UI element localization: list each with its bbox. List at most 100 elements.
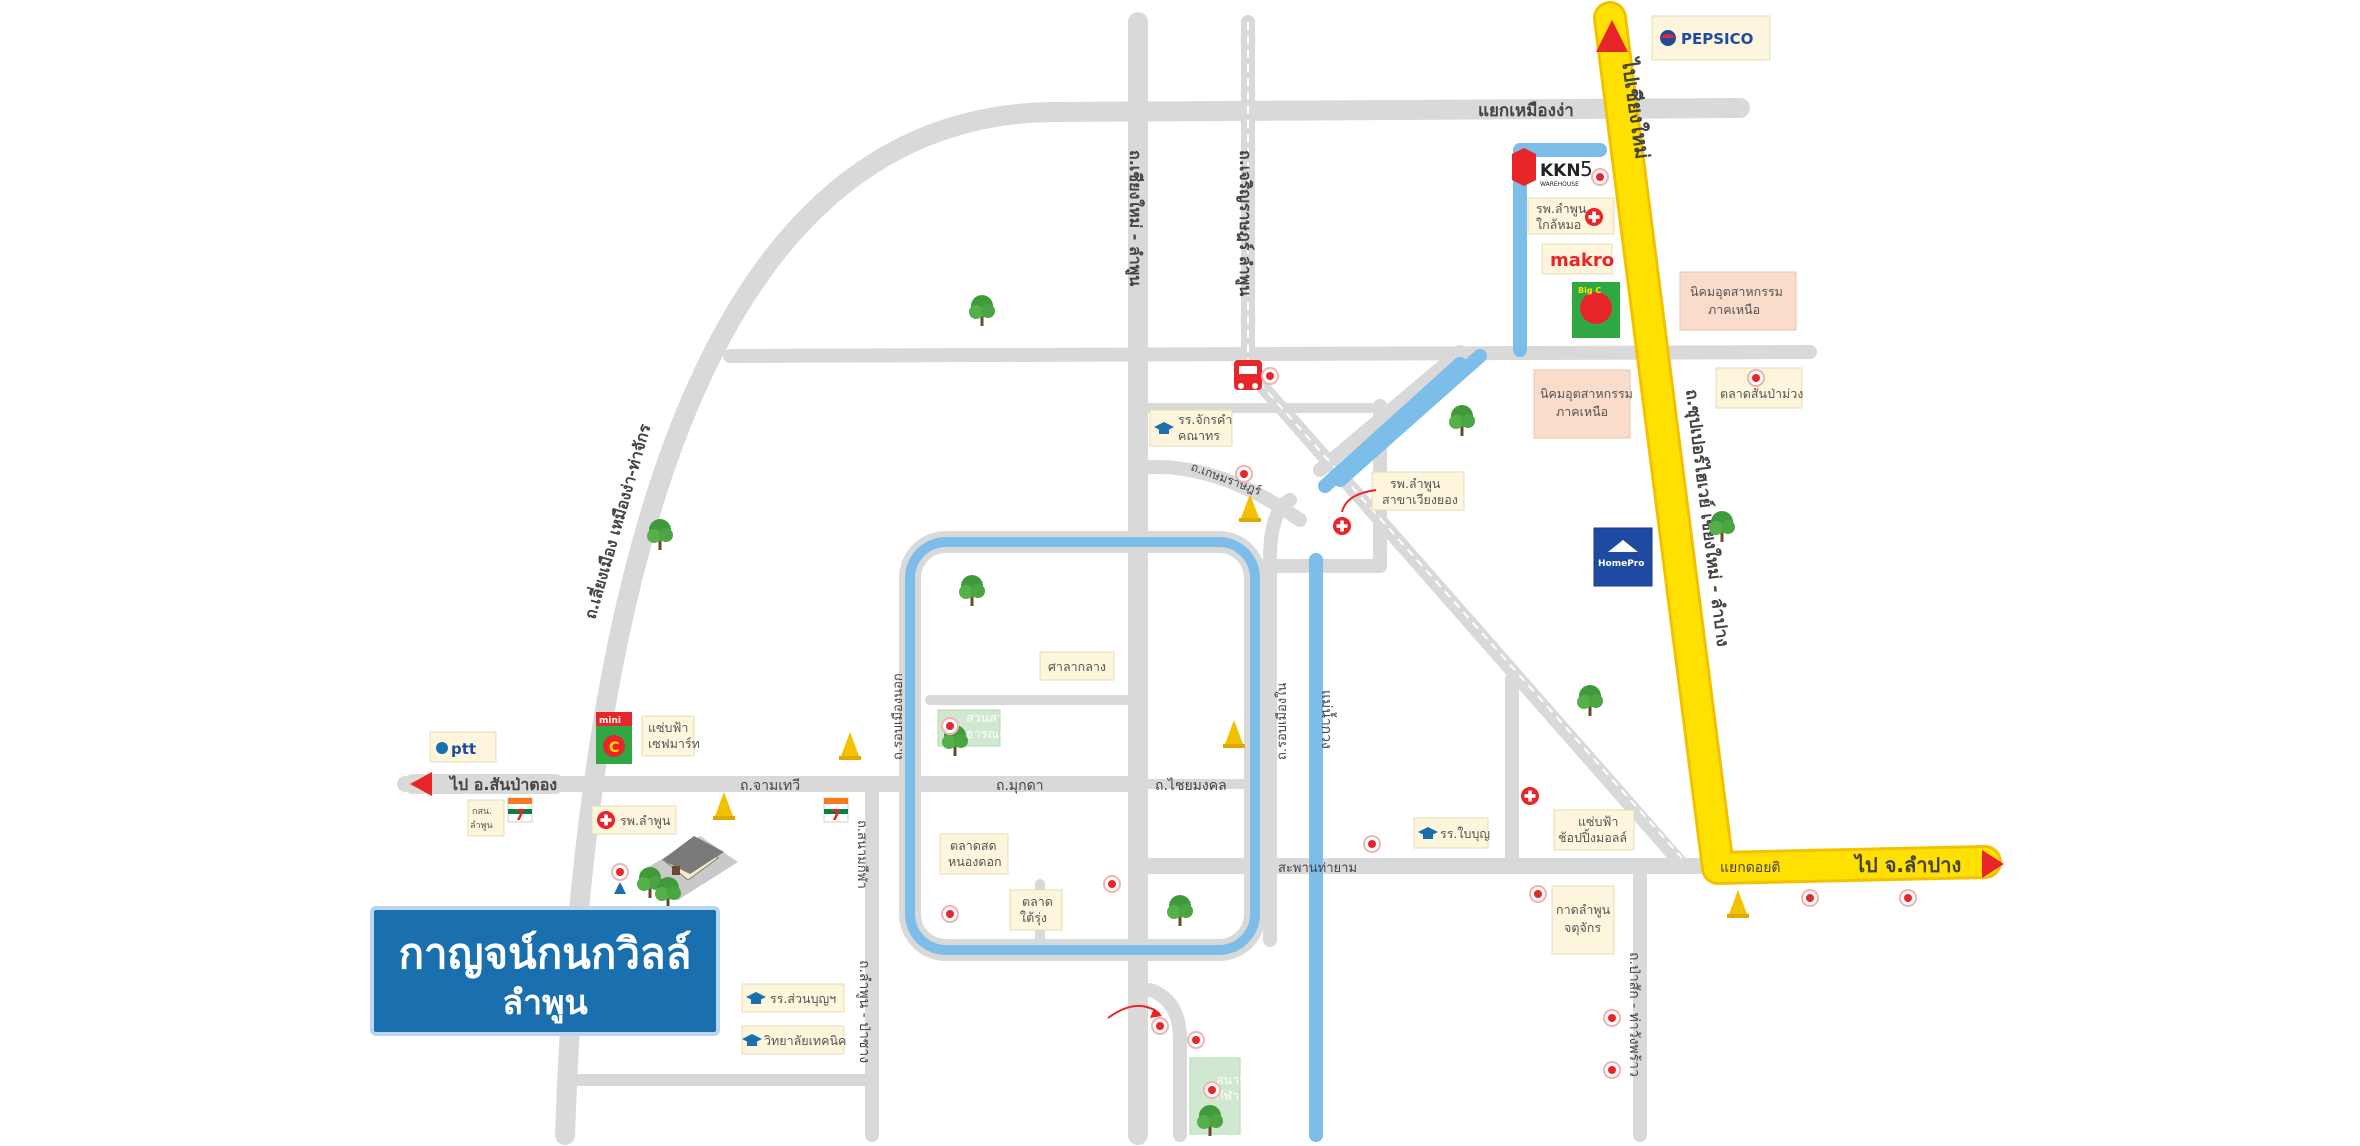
svg-text:C: C <box>609 740 619 756</box>
label-rob-mueang-nai: ถ.รอบเมืองใน <box>1274 682 1290 760</box>
svg-text:นิคมอุตสาหกรรม: นิคมอุตสาหกรรม <box>1540 386 1633 402</box>
label-sanam-kila: ถ.สนามกีฬา <box>854 820 870 889</box>
label-chaimongkol: ถ.ไชยมงคล <box>1155 777 1227 794</box>
superhighway <box>1593 1 2002 885</box>
svg-text:รพ.ลำพูน: รพ.ลำพูน <box>1536 201 1587 217</box>
svg-text:กสน.: กสน. <box>472 807 492 817</box>
svg-text:เซฟมาร์ท: เซฟมาร์ท <box>648 736 700 751</box>
svg-text:ตลาด: ตลาด <box>1022 894 1053 909</box>
tag-sala-klang: ศาลากลาง <box>1039 651 1115 681</box>
tag-kasikorn: กสน. ลำพูน <box>467 799 505 837</box>
svg-text:กาดลำพูน: กาดลำพูน <box>1556 902 1611 918</box>
tag-school-baiboon: รร.ใบบุญ <box>1413 817 1490 849</box>
svg-text:ธารณะ: ธารณะ <box>966 726 1006 741</box>
label-mae-kuang: แม่น้ำกวง <box>1318 690 1337 749</box>
homepro-logo: HomePro <box>1593 527 1653 587</box>
svg-text:ภาคเหนือ: ภาคเหนือ <box>1708 302 1760 317</box>
tree-icon <box>1167 895 1193 926</box>
kkn-warehouse-logo: KKN 5 WAREHOUSE <box>1512 148 1609 188</box>
label-lamphun-pasang: ถ.ลำพูน - ป่าซาง <box>856 960 872 1063</box>
waterways <box>905 143 1607 1142</box>
svg-text:PEPSICO: PEPSICO <box>1681 30 1753 48</box>
svg-text:ตลาดสด: ตลาดสด <box>950 838 997 853</box>
arrow-to-sanpatong <box>403 772 565 796</box>
svg-text:makro: makro <box>1550 250 1614 271</box>
svg-text:HomePro: HomePro <box>1598 559 1644 569</box>
tag-school-chakkham: รร.จักรคำ คณาทร <box>1149 409 1233 447</box>
temple-icon <box>1223 720 1245 748</box>
label-rob-mueang-nok: ถ.รอบเมืองนอก <box>890 673 906 760</box>
bus-icon <box>1234 360 1262 390</box>
svg-text:วิทยาลัยเทคนิค: วิทยาลัยเทคนิค <box>764 1033 846 1048</box>
label-yaek-doi-ti: แยกดอยติ <box>1720 860 1781 876</box>
arrow-to-lampang <box>1982 850 2004 878</box>
tag-industrial-estate-2: นิคมอุตสาหกรรม ภาคเหนือ <box>1533 369 1633 439</box>
svg-text:กีฬา: กีฬา <box>1216 1088 1239 1103</box>
temple-icon <box>713 792 735 820</box>
tree-icon <box>1577 685 1603 716</box>
svg-text:รร.ส่วนบุญฯ: รร.ส่วนบุญฯ <box>770 991 836 1007</box>
tag-hosp-lamphun-branch: รพ.ลำพูน สาขาเวียงยอง <box>1371 471 1465 511</box>
label-charoenrat: ถ.เจริญราษฎร์ ลำพูน <box>1234 150 1255 296</box>
pepsico-logo: PEPSICO <box>1651 15 1771 61</box>
ptt-logo: ptt <box>429 731 497 763</box>
project-house-icon <box>637 836 738 908</box>
svg-text:ลำพูน: ลำพูน <box>470 820 493 831</box>
tag-school-suanboon: รร.ส่วนบุญฯ <box>741 983 845 1013</box>
svg-text:ภาคเหนือ: ภาคเหนือ <box>1556 404 1608 419</box>
tree-icon <box>1449 405 1475 436</box>
svg-text:หนองดอก: หนองดอก <box>948 854 1002 869</box>
svg-text:รร.จักรคำ: รร.จักรคำ <box>1178 412 1232 427</box>
svg-text:ptt: ptt <box>451 740 476 758</box>
project-name-line1: กาญจน์กนกวิลล์ <box>399 929 692 979</box>
label-chiangmai-lamphun: ถ.เชียงใหม่ - ลำพูน <box>1124 150 1145 286</box>
project-name-line2: ลำพูน <box>502 983 588 1024</box>
hospital-cross-icon <box>1521 787 1539 805</box>
svg-text:จตุจักร: จตุจักร <box>1564 920 1601 936</box>
temple-icon <box>1727 890 1749 918</box>
tag-talad-nongdok: ตลาดสด หนองดอก <box>939 833 1009 875</box>
label-to-sanpatong: ไป อ.สันป่าตอง <box>448 775 557 794</box>
tag-lamphun-jail: กาดลำพูน จตุจักร <box>1551 885 1615 955</box>
hospital-cross-icon <box>1333 517 1351 535</box>
tag-hosp-lamphun: รพ.ลำพูน <box>591 805 677 835</box>
temple-icon <box>839 732 861 760</box>
tag-sepfah-sepharik: แซ่บฟ้า เซฟมาร์ท <box>641 715 700 757</box>
arrow-to-chiangmai <box>1596 20 1628 52</box>
svg-text:5: 5 <box>1580 157 1593 181</box>
label-mukda: ถ.มุกดา <box>996 778 1044 794</box>
tag-sepfah-shop: แซ่บฟ้า ช้อปปิ้งมอลล์ <box>1553 809 1635 851</box>
tag-talad-tairung: ตลาด ใต้รุ่ง <box>1009 889 1063 931</box>
tree-icon <box>969 295 995 326</box>
svg-text:Big C: Big C <box>1578 286 1601 295</box>
svg-text:ศาลากลาง: ศาลากลาง <box>1048 659 1106 674</box>
svg-text:สนาม: สนาม <box>1216 1072 1247 1087</box>
svg-text:นิคมอุตสาหกรรม: นิคมอุตสาหกรรม <box>1690 284 1783 300</box>
svg-text:ตลาดสันป่าม่วง: ตลาดสันป่าม่วง <box>1720 386 1803 401</box>
label-mueang-nga: แยกเหมืองง่า <box>1478 100 1574 121</box>
svg-text:mini: mini <box>599 716 621 726</box>
project-name-box: กาญจน์กนกวิลล์ ลำพูน <box>370 906 720 1036</box>
svg-text:แซ่บฟ้า: แซ่บฟ้า <box>648 720 688 735</box>
label-to-lampang: ไป จ.ลำปาง <box>1853 853 1961 877</box>
seven-eleven-icon <box>823 797 849 825</box>
tree-icon <box>959 575 985 606</box>
label-chamthewi: ถ.จามเทวี <box>740 778 800 794</box>
svg-text:รพ.ลำพูน: รพ.ลำพูน <box>620 813 671 829</box>
svg-text:ใกล้หมอ: ใกล้หมอ <box>1536 217 1581 232</box>
seven-eleven-icon <box>507 797 533 825</box>
tag-hosp-lamphun-near-mor: รพ.ลำพูน ใกล้หมอ <box>1527 197 1615 235</box>
svg-text:ช้อปปิ้งมอลล์: ช้อปปิ้งมอลล์ <box>1558 828 1627 845</box>
tag-talad-sanpamuang: ตลาดสันป่าม่วง <box>1715 367 1803 409</box>
makro-logo: makro <box>1541 243 1614 275</box>
svg-text:ใต้รุ่ง: ใต้รุ่ง <box>1020 910 1047 926</box>
svg-text:รพ.ลำพูน: รพ.ลำพูน <box>1390 476 1441 492</box>
svg-text:WAREHOUSE: WAREHOUSE <box>1540 181 1579 188</box>
svg-text:คณาทร: คณาทร <box>1178 428 1220 443</box>
svg-text:สาขาเวียงยอง: สาขาเวียงยอง <box>1382 492 1458 507</box>
svg-text:แซ่บฟ้า: แซ่บฟ้า <box>1578 814 1618 829</box>
tag-tech-college: วิทยาลัยเทคนิค <box>741 1025 846 1055</box>
railway-line <box>1247 22 1683 859</box>
tag-industrial-estate-1: นิคมอุตสาหกรรม ภาคเหนือ <box>1679 271 1797 331</box>
